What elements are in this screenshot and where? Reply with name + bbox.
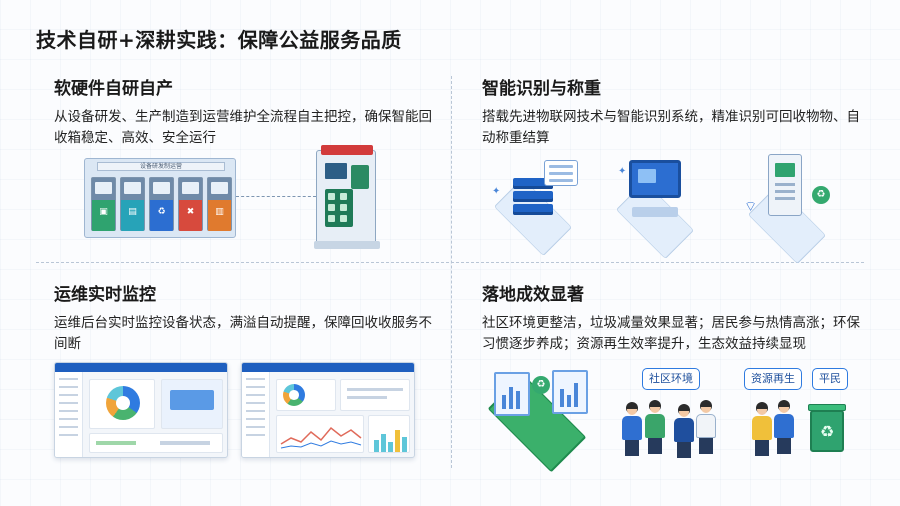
resident-figure bbox=[674, 404, 694, 458]
speech-bubble: 平民 bbox=[812, 368, 848, 390]
stats-board-icon bbox=[494, 372, 530, 416]
bin-icon: ▣ bbox=[91, 177, 116, 231]
recycling-terminal-icon bbox=[768, 154, 802, 216]
section-title: 智能识别与称重 bbox=[482, 79, 601, 99]
sparkle-icon: ✦ bbox=[618, 166, 627, 177]
resident-figure bbox=[622, 402, 642, 456]
line-chart-icon bbox=[280, 426, 362, 449]
section-description: 运维后台实时监控设备状态，满溢自动提醒，保障回收收服务不间断 bbox=[54, 315, 432, 352]
section-results: 落地成效显著 社区环境更整洁，垃圾减量效果显著；居民参与热情高涨；环保习惯逐步养… bbox=[482, 280, 867, 355]
resident-figure bbox=[696, 400, 716, 454]
smart-recycling-kiosk-icon bbox=[314, 145, 380, 249]
resident-figure bbox=[645, 400, 665, 454]
recycle-bin-icon: ♻ bbox=[808, 404, 846, 452]
resident-figure bbox=[774, 400, 794, 454]
section-smart-recognition: 智能识别与称重 搭载先进物联网技术与智能识别系统，精准识别可回收物物、自动称重结… bbox=[482, 74, 872, 149]
bin-icon: ▥ bbox=[207, 177, 232, 231]
section-title: 软硬件自研自产 bbox=[54, 79, 173, 99]
horizontal-divider bbox=[36, 262, 864, 263]
dashboard-screenshot bbox=[54, 362, 228, 458]
bin-icon: ✖ bbox=[178, 177, 203, 231]
donut-chart-icon bbox=[106, 386, 140, 420]
speech-bubble: 社区环境 bbox=[642, 368, 700, 390]
section-software-hardware: 软硬件自研自产 从设备研发、生产制造到运营维护全流程自主把控，确保智能回收箱稳定… bbox=[54, 74, 444, 149]
sparkle-icon: ✦ bbox=[492, 186, 501, 197]
donut-chart-icon bbox=[283, 384, 305, 406]
section-description: 社区环境更整洁，垃圾减量效果显著；居民参与热情高涨；环保习惯逐步养成；资源再生效… bbox=[482, 315, 860, 352]
connector-line bbox=[236, 196, 316, 197]
vertical-divider bbox=[451, 76, 452, 468]
keyboard-icon bbox=[632, 207, 678, 217]
recycle-badge-icon: ♻ bbox=[532, 376, 550, 394]
bar-chart-icon bbox=[368, 415, 410, 453]
monitor-icon bbox=[629, 160, 681, 198]
recycle-badge-icon: ♻ bbox=[812, 186, 830, 204]
section-title: 落地成效显著 bbox=[482, 285, 584, 305]
section-title: 运维实时监控 bbox=[54, 285, 156, 305]
wifi-icon: ⌔ bbox=[744, 199, 758, 215]
stats-board-icon bbox=[552, 370, 588, 414]
server-icon bbox=[513, 178, 553, 217]
bin-icon: ▤ bbox=[120, 177, 145, 231]
recycling-station-illustration: 设备研发制运营 ▣ ▤ ♻ ✖ ▥ bbox=[84, 158, 236, 238]
section-description: 搭载先进物联网技术与智能识别系统，精准识别可回收物物、自动称重结算 bbox=[482, 109, 860, 146]
speech-bubble: 资源再生 bbox=[744, 368, 802, 390]
dashboard-screenshot bbox=[241, 362, 415, 458]
bin-icon: ♻ bbox=[149, 177, 174, 231]
data-card-icon bbox=[544, 160, 578, 186]
section-monitoring: 运维实时监控 运维后台实时监控设备状态，满溢自动提醒，保障回收收服务不间断 bbox=[54, 280, 444, 355]
slide-title: 技术自研+深耕实践：保障公益服务品质 bbox=[36, 28, 402, 52]
resident-figure bbox=[752, 402, 772, 456]
station-sign: 设备研发制运营 bbox=[97, 162, 225, 171]
section-description: 从设备研发、生产制造到运营维护全流程自主把控，确保智能回收箱稳定、高效、安全运行 bbox=[54, 109, 432, 146]
